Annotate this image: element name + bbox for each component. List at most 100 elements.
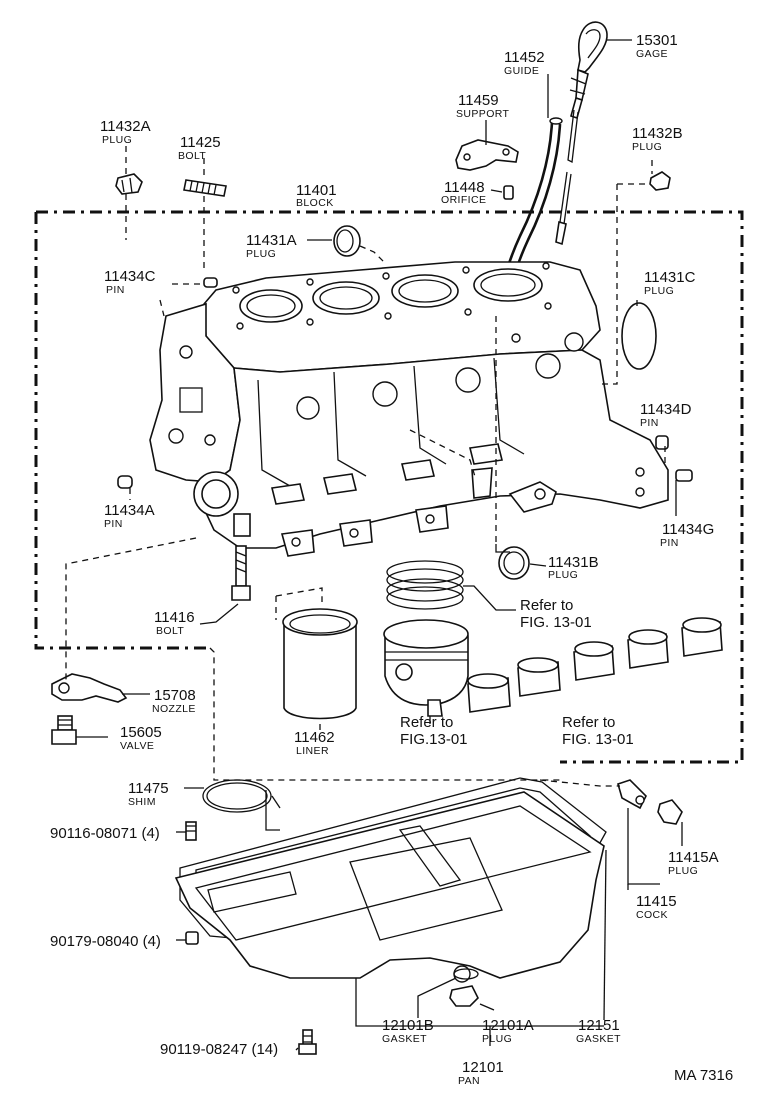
callout-11432b: 11432B PLUG [632, 125, 683, 153]
part-name: SHIM [128, 796, 156, 808]
piston [383, 619, 469, 717]
callout-11434g: 11434G PIN [660, 521, 714, 549]
bearing-1 [467, 673, 511, 713]
fastener-label-90116: 90116-08071 (4) [50, 825, 160, 842]
guide-support-bracket [455, 139, 519, 171]
callout-15708: 15708 NOZZLE [152, 687, 196, 715]
drain-cock-plug [657, 799, 683, 825]
part-name: BOLT [156, 625, 184, 637]
part-number: 15708 [154, 687, 196, 704]
callout-11448: 11448 ORIFICE [441, 179, 486, 206]
part-name: PLUG [644, 285, 674, 297]
callout-11475: 11475 SHIM [128, 780, 169, 808]
callout-12101a: 12101A PLUG [482, 1017, 534, 1045]
part-name: SUPPORT [456, 108, 510, 120]
callout-11416: 11416 BOLT [154, 609, 195, 637]
part-name: PLUG [632, 141, 662, 153]
piston-rings [386, 560, 464, 610]
main-bearings [467, 617, 723, 713]
part-number: 11452 [504, 49, 545, 66]
part-number: 11401 [296, 182, 337, 199]
liner-shim [202, 779, 272, 813]
part-number: 11431C [644, 269, 696, 286]
reference-bearings: Refer to FIG. 13-01 [562, 714, 634, 748]
callout-12101: 12101 PAN [458, 1059, 504, 1087]
part-number: 11434D [640, 401, 692, 418]
bearing-5 [681, 617, 723, 657]
fastener-label-90179: 90179-08040 (4) [50, 933, 161, 950]
reference-line-2: FIG.13-01 [400, 731, 468, 748]
reference-line-2: FIG. 13-01 [520, 614, 592, 631]
part-name: PLUG [668, 865, 698, 877]
dowel-pins [117, 435, 693, 489]
callout-11432a: 11432A PLUG [100, 118, 151, 146]
part-number: 11434C [104, 268, 156, 285]
cylinder-block [149, 261, 669, 557]
part-number: 11425 [180, 134, 221, 151]
callout-11462: 11462 LINER [294, 729, 335, 757]
part-name: PIN [640, 417, 659, 429]
part-name: PLUG [102, 134, 132, 146]
part-name: NOZZLE [152, 703, 196, 715]
part-number: 11415A [668, 849, 719, 866]
callout-11401: 11401 BLOCK [296, 182, 337, 209]
bolt-11416 [231, 545, 251, 601]
callout-12101b: 12101B GASKET [382, 1017, 434, 1045]
expansion-plug-11431c [621, 302, 657, 370]
part-number: 12101 [462, 1059, 504, 1076]
part-name: GASKET [576, 1033, 621, 1045]
expansion-plug-11431b [498, 546, 530, 580]
callout-11425: 11425 BOLT [178, 134, 221, 162]
part-number: 12151 [578, 1017, 620, 1034]
part-name: VALVE [120, 740, 154, 752]
part-name: PIN [104, 518, 123, 530]
part-number: 15301 [636, 32, 678, 49]
block-assembly-boundary [34, 210, 744, 764]
part-number: 11415 [636, 893, 677, 910]
fastener-90116 [185, 821, 197, 841]
part-name: PIN [660, 537, 679, 549]
callout-11452: 11452 GUIDE [504, 49, 545, 77]
fastener-90179 [185, 931, 199, 945]
callout-11431c: 11431C PLUG [644, 269, 696, 297]
part-number: 12101A [482, 1017, 534, 1034]
fastener-label-90119: 90119-08247 (14) [160, 1041, 278, 1058]
reference-line-2: FIG. 13-01 [562, 731, 634, 748]
check-valve [51, 715, 77, 745]
reference-piston-rings: Refer to FIG. 13-01 [520, 597, 592, 631]
reference-line-1: Refer to [520, 597, 573, 614]
oil-nozzle [51, 673, 128, 703]
part-name: PLUG [482, 1033, 512, 1045]
part-name: BOLT [178, 150, 206, 162]
part-number: 11432B [632, 125, 683, 142]
part-number: 12101B [382, 1017, 434, 1034]
leader-lines [65, 39, 683, 1051]
part-number: 11431B [548, 554, 599, 571]
part-name: PLUG [246, 248, 276, 260]
pin-11434a [117, 475, 133, 489]
part-number: 11434A [104, 502, 155, 519]
plug-11432a [115, 173, 143, 195]
reference-line-1: Refer to [400, 714, 453, 731]
callout-11431a: 11431A PLUG [246, 232, 297, 260]
part-number: 15605 [120, 724, 162, 741]
callout-11459: 11459 SUPPORT [456, 92, 510, 120]
bearing-3 [573, 641, 615, 681]
part-name: PIN [106, 284, 125, 296]
cylinder-liner [282, 608, 358, 720]
reference-line-1: Refer to [562, 714, 615, 731]
callout-15301: 15301 GAGE [636, 32, 678, 60]
drawing-code: MA 7316 [674, 1067, 733, 1084]
orifice [503, 185, 514, 200]
callout-11431b: 11431B PLUG [548, 554, 599, 581]
part-number: 11416 [154, 609, 195, 626]
part-number: 11432A [100, 118, 151, 135]
plug-11432b [649, 171, 671, 191]
callout-11434d: 11434D PIN [640, 401, 692, 429]
drain-cock [617, 779, 647, 810]
part-name: PLUG [548, 569, 578, 581]
part-number: 11459 [458, 92, 499, 109]
part-number: 11475 [128, 780, 169, 797]
